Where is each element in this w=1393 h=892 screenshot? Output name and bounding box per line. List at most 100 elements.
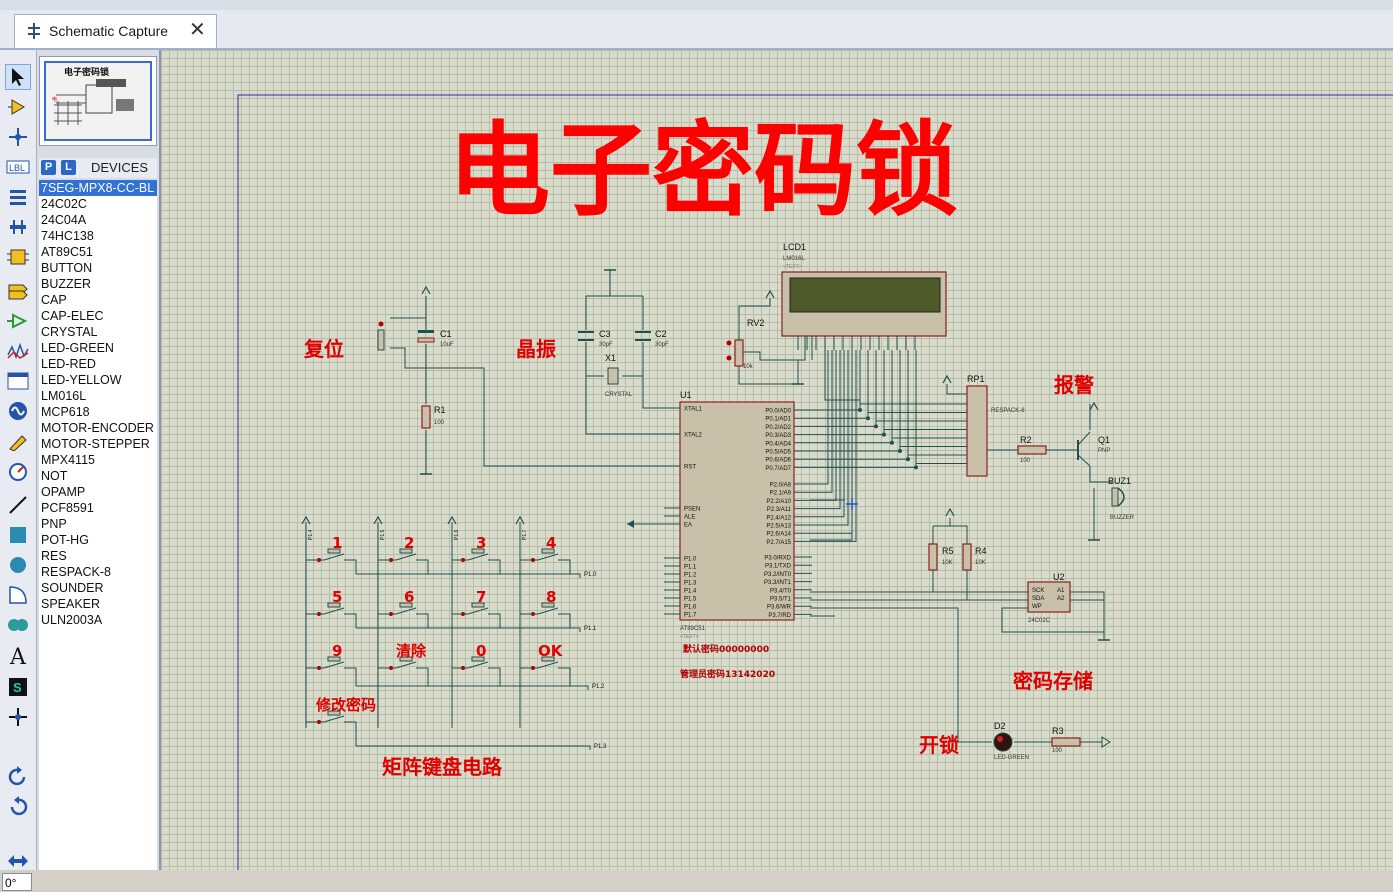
device-item[interactable]: LED-GREEN bbox=[41, 341, 114, 355]
keypad-key-label: 0 bbox=[476, 642, 486, 660]
keypad-column-net: P1.5 bbox=[380, 529, 386, 540]
device-item[interactable]: MOTOR-ENCODER bbox=[41, 421, 154, 435]
device-item[interactable]: 74HC138 bbox=[41, 229, 94, 243]
voltage-probe-tool-icon[interactable] bbox=[5, 428, 31, 454]
device-item[interactable]: BUTTON bbox=[41, 261, 93, 275]
bus-tool-icon[interactable] bbox=[5, 214, 31, 240]
device-item[interactable]: RES bbox=[41, 549, 67, 563]
device-item[interactable]: NOT bbox=[41, 469, 68, 483]
keypad-row-net: P1.1 bbox=[584, 626, 597, 632]
device-item[interactable]: LM016L bbox=[41, 389, 87, 403]
schematic-canvas[interactable]: 电子密码锁 LCD1 LM016L <TEXT> RV2 10k U1 AT89… bbox=[161, 50, 1393, 870]
device-pins-tool-icon[interactable] bbox=[5, 308, 31, 334]
marker-tool-icon[interactable] bbox=[5, 704, 31, 730]
mcu-pin-right: P0.1/AD1 bbox=[765, 417, 791, 423]
r4-ref: R4 bbox=[975, 546, 987, 556]
tab-label: Schematic Capture bbox=[49, 23, 169, 39]
closed-path-tool-icon[interactable] bbox=[5, 612, 31, 638]
device-item[interactable]: POT-HG bbox=[41, 533, 89, 547]
line-tool-icon[interactable] bbox=[5, 492, 31, 518]
overview-window[interactable]: 电子密码锁 电 bbox=[39, 56, 157, 146]
eeprom-pin-a2: A2 bbox=[1057, 596, 1065, 602]
device-item[interactable]: CAP bbox=[41, 293, 67, 307]
device-item[interactable]: SOUNDER bbox=[41, 581, 104, 595]
selection-tool-icon[interactable] bbox=[5, 64, 31, 90]
flip-horizontal-icon[interactable] bbox=[5, 848, 31, 874]
buz1-ref: BUZ1 bbox=[1108, 476, 1131, 486]
lcd-text-placeholder: <TEXT> bbox=[783, 264, 802, 270]
mcu-pin-right: P0.0/AD0 bbox=[765, 409, 791, 415]
virtual-instrument-tool-icon[interactable] bbox=[5, 458, 31, 484]
device-item[interactable]: AT89C51 bbox=[41, 245, 93, 259]
lcd-screen bbox=[789, 277, 941, 313]
mcu-ref: U1 bbox=[680, 390, 692, 400]
device-item[interactable]: OPAMP bbox=[41, 485, 86, 499]
device-item[interactable]: SPEAKER bbox=[41, 597, 101, 611]
device-item[interactable]: ULN2003A bbox=[41, 613, 103, 627]
label-unlock: 开锁 bbox=[919, 733, 959, 757]
mcu-pin-right: P2.3/A11 bbox=[767, 507, 792, 513]
keypad-key-label: 8 bbox=[546, 588, 556, 606]
junction-tool-icon[interactable] bbox=[5, 124, 31, 150]
eeprom-pin-sck: SCK bbox=[1032, 588, 1044, 594]
circle-tool-icon[interactable] bbox=[5, 552, 31, 578]
component-tool-icon[interactable] bbox=[5, 94, 31, 120]
keypad-row-net: P1.0 bbox=[584, 572, 597, 578]
mcu-pin-left: P1.2 bbox=[684, 573, 697, 579]
generator-tool-icon[interactable] bbox=[5, 398, 31, 424]
subcircuit-tool-icon[interactable] bbox=[5, 244, 31, 270]
device-item[interactable]: LED-YELLOW bbox=[41, 373, 122, 387]
terminals-tool-icon[interactable] bbox=[5, 278, 31, 304]
device-item[interactable]: BUZZER bbox=[41, 277, 91, 291]
d2-part: LED-GREEN bbox=[994, 755, 1029, 761]
wire-label-tool-icon[interactable]: LBL bbox=[5, 154, 31, 180]
device-item[interactable]: PNP bbox=[41, 517, 67, 531]
mcu-pin-left: EA bbox=[684, 523, 692, 529]
mcu-pin-left: P1.5 bbox=[684, 597, 697, 603]
eeprom-ref: U2 bbox=[1053, 572, 1065, 582]
mcu-pin-left: P1.4 bbox=[684, 589, 697, 595]
mcu-pin-left: P1.3 bbox=[684, 581, 697, 587]
text-script-tool-icon[interactable] bbox=[5, 184, 31, 210]
eeprom-body[interactable] bbox=[1027, 581, 1071, 613]
device-item[interactable]: RESPACK-8 bbox=[41, 565, 111, 579]
keypad-column-net: P1.6 bbox=[454, 529, 460, 540]
mcu-body[interactable] bbox=[679, 401, 795, 621]
symbol-tool-icon[interactable]: S bbox=[5, 674, 31, 700]
box-tool-icon[interactable] bbox=[5, 522, 31, 548]
device-item[interactable]: 7SEG-MPX8-CC-BL bbox=[39, 180, 157, 196]
mcu-pin-right: P3.1/TXD bbox=[765, 564, 792, 570]
c1-value: 10uF bbox=[440, 342, 454, 348]
device-item[interactable]: CRYSTAL bbox=[41, 325, 98, 339]
tab-schematic-capture[interactable]: Schematic Capture ✕ bbox=[14, 14, 217, 48]
keypad-key-label: 7 bbox=[476, 588, 486, 606]
overview-title: 电子密码锁 bbox=[64, 68, 110, 78]
library-manager-button[interactable]: L bbox=[61, 160, 76, 175]
device-item[interactable]: CAP-ELEC bbox=[41, 309, 104, 323]
graph-tool-icon[interactable] bbox=[5, 338, 31, 364]
q1-part: PNP bbox=[1098, 448, 1110, 454]
overview-thumbnail: 电 bbox=[52, 79, 134, 125]
mcu-pin-right: P3.3/INT1 bbox=[764, 580, 792, 586]
overview-viewport[interactable]: 电子密码锁 电 bbox=[44, 61, 152, 141]
tape-recorder-tool-icon[interactable] bbox=[5, 368, 31, 394]
rp1-body[interactable] bbox=[966, 385, 988, 477]
rotate-anticlockwise-icon[interactable] bbox=[5, 794, 31, 820]
rotate-clockwise-icon[interactable] bbox=[5, 764, 31, 790]
device-item[interactable]: MOTOR-STEPPER bbox=[41, 437, 150, 451]
arc-tool-icon[interactable] bbox=[5, 582, 31, 608]
device-item[interactable]: 24C02C bbox=[41, 197, 87, 211]
close-icon[interactable]: ✕ bbox=[189, 17, 206, 41]
device-item[interactable]: MCP618 bbox=[41, 405, 90, 419]
schematic-drawing: 电子密码锁 LCD1 LM016L <TEXT> RV2 10k U1 AT89… bbox=[237, 94, 1393, 870]
pick-devices-button[interactable]: P bbox=[41, 160, 56, 175]
device-item[interactable]: PCF8591 bbox=[41, 501, 94, 515]
device-item[interactable]: MPX4115 bbox=[41, 453, 95, 467]
mcu-pin-right: P3.0/RXD bbox=[764, 556, 791, 562]
rv2-body[interactable] bbox=[734, 339, 744, 367]
device-item[interactable]: LED-RED bbox=[41, 357, 96, 371]
rotation-angle-field[interactable]: 0° bbox=[2, 873, 32, 891]
text-tool-icon[interactable]: A bbox=[10, 644, 26, 670]
device-item[interactable]: 24C04A bbox=[41, 213, 87, 227]
